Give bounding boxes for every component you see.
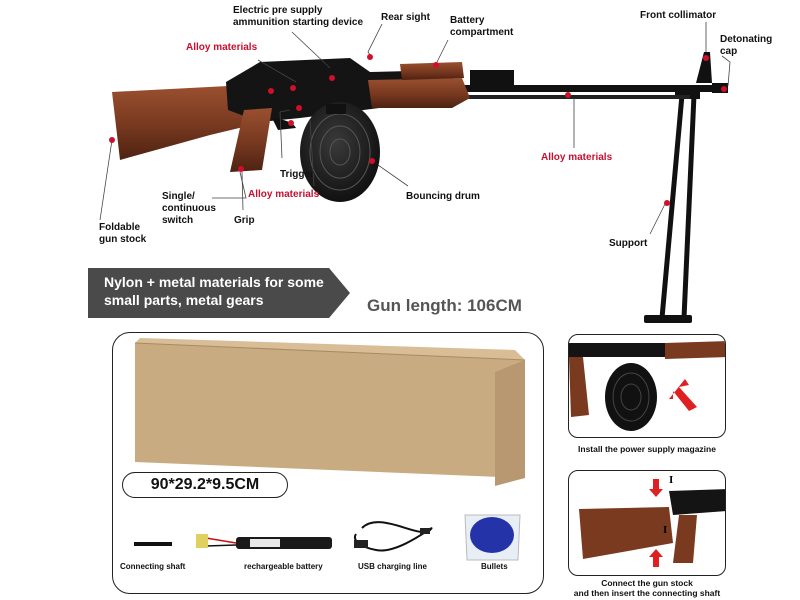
- install-caption: Install the power supply magazine: [578, 444, 716, 454]
- package-panel: [112, 332, 544, 594]
- connect-caption-2: and then insert the connecting shaft: [573, 588, 721, 598]
- install-magazine-image: [569, 341, 725, 431]
- label-electric-pre-supply: Electric pre supply: [233, 5, 323, 16]
- marker-dot: [238, 166, 244, 172]
- connect-stock-image: I I: [579, 474, 725, 567]
- label-ammunition-device: ammunition starting device: [233, 17, 364, 28]
- marker-dot: [288, 120, 294, 126]
- banner-line-2: small parts, metal gears: [104, 292, 264, 308]
- marker-dot: [329, 75, 335, 81]
- marker-dot: [296, 105, 302, 111]
- marker-dot: [433, 62, 439, 68]
- drum-magazine: [300, 102, 380, 202]
- label-bullets: Bullets: [481, 562, 508, 571]
- materials-banner: Nylon + metal materials for some small p…: [88, 268, 350, 318]
- label-rear-sight: Rear sight: [381, 12, 430, 23]
- svg-text:I: I: [663, 524, 667, 536]
- pistol-grip: [230, 108, 272, 172]
- label-continuous: continuous: [162, 203, 216, 214]
- marker-dot: [369, 158, 375, 164]
- label-support: Support: [609, 238, 648, 249]
- label-single: Single/: [162, 191, 195, 202]
- bullets-image: [464, 514, 521, 561]
- label-detonating: Detonating: [720, 34, 773, 45]
- handguard-lower: [368, 78, 470, 108]
- label-front-collimator: Front collimator: [640, 10, 717, 21]
- marker-dot: [664, 200, 670, 206]
- label-battery: Battery: [450, 15, 485, 26]
- marker-dot: [367, 54, 373, 60]
- marker-dot: [268, 88, 274, 94]
- svg-text:I: I: [669, 474, 673, 486]
- marker-dot: [703, 55, 709, 61]
- foldable-stock: [112, 86, 256, 160]
- label-alloy-mid: Alloy materials: [248, 189, 320, 200]
- label-grip: Grip: [234, 215, 255, 226]
- label-connecting-shaft: Connecting shaft: [120, 562, 186, 571]
- label-alloy-right: Alloy materials: [541, 152, 613, 163]
- label-foldable: Foldable: [99, 222, 141, 233]
- label-cap: cap: [720, 46, 738, 57]
- step-connect-panel: I I: [568, 470, 726, 576]
- package-dimensions: 90*29.2*9.5CM: [122, 472, 288, 498]
- leader-lines: [99, 22, 731, 235]
- marker-dot: [290, 85, 296, 91]
- step-install-panel: [568, 334, 726, 438]
- marker-dot: [109, 137, 115, 143]
- label-bouncing-drum: Bouncing drum: [406, 191, 480, 202]
- marker-dot: [721, 86, 727, 92]
- usb-cable-image: [354, 521, 433, 552]
- label-usb-charging-line: USB charging line: [358, 562, 427, 571]
- connecting-shaft-image: [134, 542, 172, 546]
- marker-dot: [565, 92, 571, 98]
- label-trigger: Trigger: [280, 169, 314, 180]
- handguard-upper: [400, 62, 464, 80]
- gun-length: Gun length: 106CM: [367, 296, 522, 315]
- label-compartment: compartment: [450, 27, 514, 38]
- battery-image: [196, 534, 332, 549]
- label-alloy-top: Alloy materials: [186, 42, 258, 53]
- label-switch: switch: [162, 215, 194, 226]
- connect-caption-1: Connect the gun stock: [601, 578, 693, 588]
- label-gun-stock: gun stock: [99, 234, 147, 245]
- label-rechargeable-battery: rechargeable battery: [244, 562, 323, 571]
- banner-line-1: Nylon + metal materials for some: [104, 274, 324, 290]
